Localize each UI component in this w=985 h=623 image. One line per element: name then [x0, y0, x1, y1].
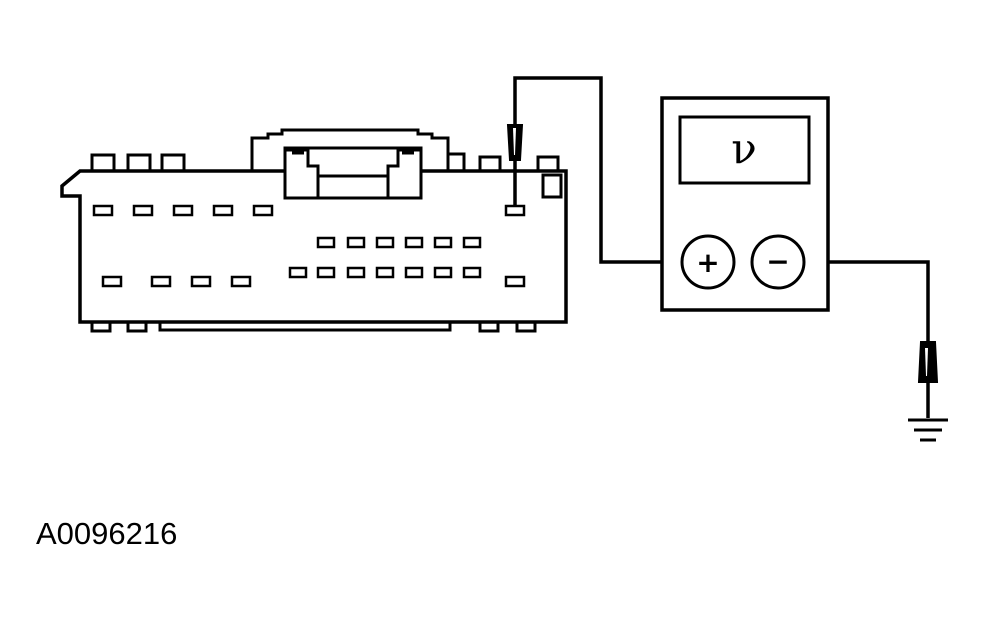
pin-cavity	[150, 275, 172, 288]
negative-terminal	[750, 234, 806, 290]
pin-cavity	[288, 266, 308, 279]
pin-cavity-probed	[504, 204, 526, 217]
pin-cavity	[375, 266, 395, 279]
connector-side-key	[541, 173, 563, 199]
pin-cavity	[433, 266, 453, 279]
positive-terminal	[680, 234, 736, 290]
positive-terminal-label: +	[696, 246, 719, 279]
connector-top-tab	[160, 153, 186, 173]
pin-cavity	[404, 236, 424, 249]
pin-cavity	[212, 204, 234, 217]
pin-cavity	[316, 236, 336, 249]
pin-cavity	[433, 236, 453, 249]
pin-cavity	[92, 204, 114, 217]
pin-cavity	[190, 275, 212, 288]
voltmeter: ν + −	[660, 96, 830, 312]
wires	[513, 76, 930, 418]
pin-cavity	[230, 275, 252, 288]
pin-cavity	[404, 266, 424, 279]
ground-symbol-icon	[908, 418, 948, 442]
voltmeter-display-symbol: ν	[731, 124, 757, 173]
negative-terminal-label: −	[766, 245, 789, 278]
connector-latch-window	[316, 174, 390, 200]
voltmeter-display	[678, 115, 811, 185]
connector-top-tab	[126, 153, 152, 173]
connector-top-tab	[478, 155, 502, 173]
pin-cavity	[346, 236, 366, 249]
ground-clip-body	[917, 341, 939, 383]
pin-cavity	[316, 266, 336, 279]
pin-cavity	[132, 204, 154, 217]
ground-clip	[917, 341, 939, 383]
connector	[60, 128, 568, 333]
connector-top-tab	[536, 155, 560, 173]
probe-tip-highlight	[513, 128, 516, 155]
connector-latch-step	[446, 152, 466, 173]
connector-top-tab	[90, 153, 116, 173]
back-probe	[506, 124, 524, 161]
connector-pins	[92, 204, 526, 288]
ground-clip-highlight	[925, 348, 928, 376]
figure-id: A0096216	[36, 516, 178, 551]
negative-lead-wire	[802, 260, 930, 345]
pin-cavity	[375, 236, 395, 249]
pin-cavity	[172, 204, 194, 217]
pin-cavity	[504, 275, 526, 288]
pin-cavity	[252, 204, 274, 217]
pin-cavity	[346, 266, 366, 279]
pin-cavity	[462, 236, 482, 249]
pin-cavity	[101, 275, 123, 288]
positive-lead-wire	[513, 76, 685, 264]
pin-cavity	[462, 266, 482, 279]
